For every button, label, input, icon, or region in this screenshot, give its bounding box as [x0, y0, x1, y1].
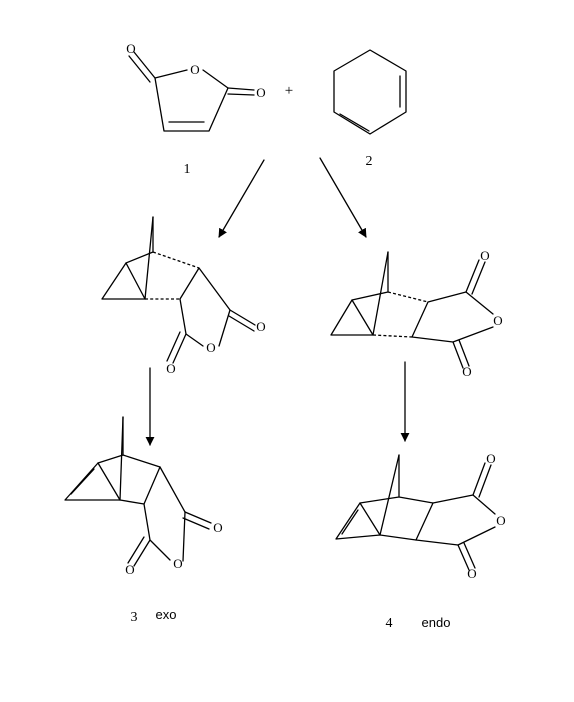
compound-3-number: 3 [131, 610, 138, 625]
carbonyl-oxygen-label: O [486, 451, 495, 466]
cyclohexadiene-structure [333, 49, 407, 135]
carbonyl-oxygen-label: O [256, 319, 265, 334]
endo-label: endo [422, 615, 451, 630]
ring-oxygen-label: O [206, 340, 215, 355]
exo-transition-state-structure: O O O [101, 216, 266, 376]
ring-oxygen-label: O [493, 313, 502, 328]
carbonyl-oxygen-label: O [467, 566, 476, 581]
exo-product-structure: O O O [64, 416, 223, 577]
ring-oxygen-label: O [190, 62, 199, 77]
compound-1-number: 1 [184, 162, 191, 177]
carbonyl-oxygen-label: O [166, 361, 175, 376]
carbonyl-oxygen-label: O [213, 520, 222, 535]
carbonyl-oxygen-label: O [480, 248, 489, 263]
carbonyl-oxygen-label: O [126, 41, 135, 56]
carbonyl-oxygen-label: O [256, 85, 265, 100]
compound-4-number: 4 [386, 616, 393, 631]
reaction-arrow-endo [319, 157, 367, 238]
maleic-anhydride-structure: O O O [126, 41, 266, 132]
carbonyl-oxygen-label: O [125, 562, 134, 577]
reaction-arrow-exo [218, 159, 265, 238]
endo-product-structure: O O O [335, 451, 506, 581]
ring-oxygen-label: O [496, 513, 505, 528]
exo-label: exo [156, 607, 177, 622]
carbonyl-oxygen-label: O [462, 364, 471, 379]
endo-transition-state-structure: O O O [330, 248, 503, 379]
compound-2-number: 2 [366, 154, 373, 169]
plus-sign: + [285, 83, 293, 99]
ring-oxygen-label: O [173, 556, 182, 571]
